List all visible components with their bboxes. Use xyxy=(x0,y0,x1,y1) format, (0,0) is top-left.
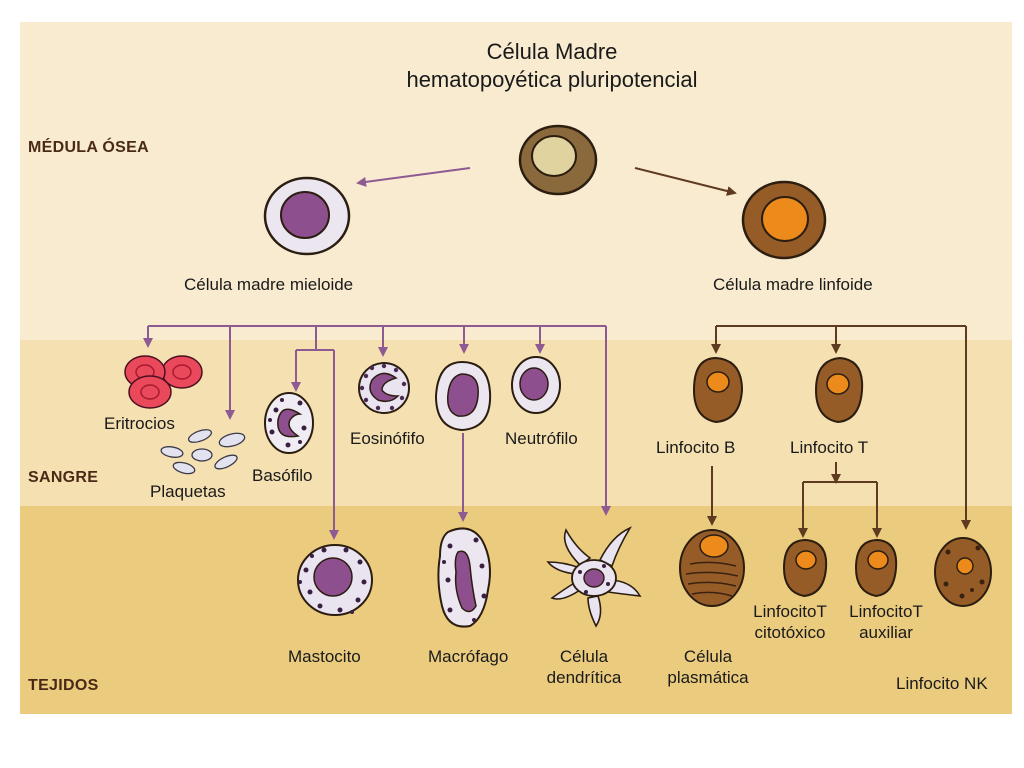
diagram-title: Célula Madre hematopoyética pluripotenci… xyxy=(406,38,697,94)
platelets-cells xyxy=(160,429,246,475)
label-plasma-line-1: Célula xyxy=(683,647,733,666)
label-helper-line-1: LinfocitoT xyxy=(849,602,923,621)
myeloid-stem-cell xyxy=(263,176,351,256)
label-basophil: Basófilo xyxy=(252,466,313,485)
cytotoxic-t-cell xyxy=(782,538,828,598)
t-lymphocyte-cell xyxy=(814,356,864,424)
label-dendritic: Célula dendrítica xyxy=(547,647,622,687)
dendritic-cell xyxy=(546,526,642,628)
title-line-2: hematopoyética pluripotencial xyxy=(406,67,698,92)
label-helper-line-2: auxiliar xyxy=(859,623,913,642)
basophil-cell xyxy=(264,392,314,454)
zone-label-bone-marrow: MÉDULA ÓSEA xyxy=(28,139,149,156)
label-dendritic-line-2: dendrítica xyxy=(546,668,622,687)
label-eosinophil: Eosinófifo xyxy=(350,429,425,448)
label-plasma-cell: Célula plasmática xyxy=(667,647,748,687)
helper-t-cell xyxy=(854,538,898,598)
mast-cell xyxy=(297,544,373,616)
myeloid-branch-lines xyxy=(143,325,611,540)
zone-label-tissues: TEJIDOS xyxy=(28,677,99,694)
bone-marrow-band xyxy=(20,22,1012,340)
eosinophil-cell xyxy=(358,362,410,414)
label-plasma-line-2: plasmática xyxy=(667,668,749,687)
label-cytotoxic-line-2: citotóxico xyxy=(754,623,826,642)
arrow-to-myeloid xyxy=(356,167,471,187)
label-mast-cell: Mastocito xyxy=(288,647,361,666)
label-dendritic-line-1: Célula xyxy=(559,647,609,666)
label-helper-t: LinfocitoT auxiliar xyxy=(849,602,923,642)
label-t-lymphocyte: Linfocito T xyxy=(790,438,869,457)
b-lymphocyte-cell xyxy=(692,356,744,424)
arrow-to-lymphoid xyxy=(634,167,737,196)
label-b-lymphocyte: Linfocito B xyxy=(656,438,736,457)
lymphoid-branch-lines xyxy=(707,325,971,538)
macrophage-cell xyxy=(437,527,491,628)
neutrophil-cell xyxy=(511,356,561,414)
erythrocytes-cells xyxy=(124,355,203,409)
title-line-1: Célula Madre xyxy=(486,39,618,64)
label-myeloid-stem: Célula madre mieloide xyxy=(184,275,354,294)
label-cytotoxic-t: LinfocitoT citotóxico xyxy=(753,602,827,642)
label-neutrophil: Neutrófilo xyxy=(505,429,578,448)
label-macrophage: Macrófago xyxy=(428,647,509,666)
pluripotent-stem-cell xyxy=(518,124,598,196)
monocyte-cell xyxy=(434,360,492,432)
tissue-band xyxy=(20,506,1012,714)
label-lymphoid-stem: Célula madre linfoide xyxy=(713,275,873,294)
label-erythrocytes: Eritrocios xyxy=(104,414,175,433)
label-cytotoxic-line-1: LinfocitoT xyxy=(753,602,827,621)
label-platelets: Plaquetas xyxy=(150,482,226,501)
zone-label-blood: SANGRE xyxy=(28,469,99,486)
nk-cell xyxy=(934,537,992,607)
lymphoid-stem-cell xyxy=(741,180,827,260)
plasma-cell xyxy=(679,529,745,607)
label-nk: Linfocito NK xyxy=(896,674,988,693)
